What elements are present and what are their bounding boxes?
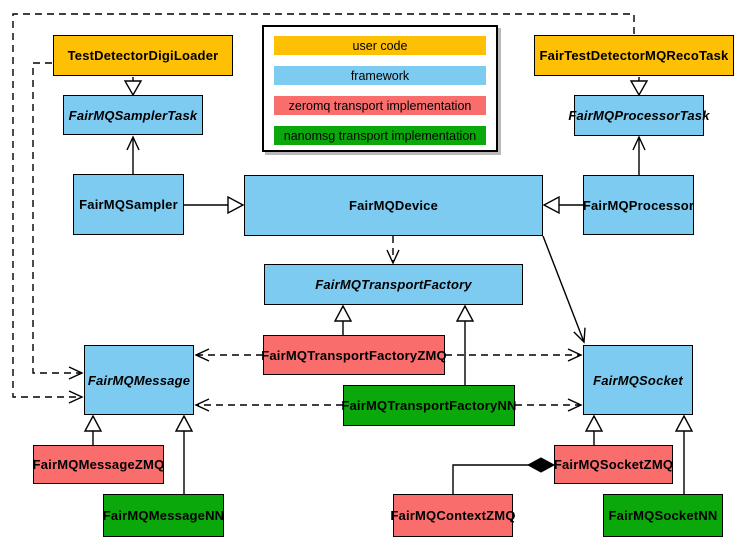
edge-tfnn-socket	[515, 398, 583, 412]
edge-device-transportfactory	[386, 236, 400, 265]
legend-item-nanomsg: nanomsg transport implementation	[274, 126, 486, 145]
class-label: FairTestDetectorMQRecoTask	[539, 48, 729, 63]
edge-digiloader-to-message	[32, 62, 84, 380]
edge-processor-device	[542, 195, 583, 215]
class-label: FairMQTransportFactory	[315, 277, 472, 292]
class-box-fairmqtransportfactorynn: FairMQTransportFactoryNN	[341, 385, 517, 426]
class-label: FairMQSocketNN	[608, 508, 718, 523]
class-box-fairmqtransportfactoryzmq: FairMQTransportFactoryZMQ	[261, 335, 447, 375]
legend-label: framework	[350, 68, 410, 83]
class-box-fairmqmessage: FairMQMessage	[84, 345, 194, 415]
edge-device-socket	[542, 235, 586, 344]
class-label: FairMQContextZMQ	[390, 508, 516, 523]
edge-sampler-device	[184, 195, 245, 215]
edge-messagezmq-message	[83, 414, 103, 445]
edge-sampler-samplertask	[126, 135, 140, 174]
class-label: FairMQProcessorTask	[568, 108, 710, 123]
class-label: FairMQTransportFactoryNN	[341, 398, 517, 413]
class-box-fairmqdevice: FairMQDevice	[244, 175, 543, 236]
class-label: FairMQSampler	[79, 197, 178, 212]
legend: user code framework zeromq transport imp…	[262, 25, 498, 152]
edge-recotask-processortask	[629, 77, 649, 97]
class-label: FairMQDevice	[348, 198, 439, 213]
edge-tfnn-transportfactory	[455, 304, 475, 385]
class-box-fairmqsocketzmq: FairMQSocketZMQ	[554, 445, 673, 484]
edge-socketzmq-socket	[584, 414, 604, 445]
legend-item-framework: framework	[274, 66, 486, 85]
class-box-fairmqtransportfactory: FairMQTransportFactory	[264, 264, 523, 305]
edge-tfzmq-message	[194, 348, 263, 362]
edge-digiloader-samplertask	[123, 77, 143, 97]
class-label: FairMQSamplerTask	[68, 107, 198, 123]
class-box-fairmqprocessortask: FairMQProcessorTask	[568, 95, 709, 136]
class-label: FairMQSocket	[593, 372, 683, 388]
class-label: FairMQSocketZMQ	[553, 457, 674, 472]
legend-label: nanomsg transport implementation	[283, 128, 477, 143]
edge-messagenn-message	[174, 414, 194, 494]
class-box-fairmqsocketnn: FairMQSocketNN	[603, 494, 723, 537]
legend-label: zeromq transport implementation	[288, 98, 472, 113]
edge-recotask-to-message	[12, 13, 635, 404]
edge-socketnn-socket	[674, 414, 694, 494]
edge-processor-processortask	[632, 135, 646, 175]
legend-label: user code	[352, 38, 408, 53]
edge-contextzmq-socketzmq	[452, 457, 556, 494]
class-box-fairmqmessagezmq: FairMQMessageZMQ	[33, 445, 164, 484]
edge-tfzmq-transportfactory	[333, 304, 353, 335]
class-box-fairmqsampler: FairMQSampler	[73, 174, 184, 235]
class-label: FairMQMessage	[87, 372, 191, 388]
class-label: TestDetectorDigiLoader	[67, 48, 219, 63]
edge-tfzmq-socket	[445, 348, 583, 362]
class-label: FairMQMessageZMQ	[32, 457, 165, 472]
class-box-fairtestdetectormqrecotask: FairTestDetectorMQRecoTask	[534, 35, 734, 76]
class-label: FairMQMessageNN	[102, 508, 225, 523]
class-box-fairmqprocessor: FairMQProcessor	[583, 175, 694, 235]
legend-item-zeromq: zeromq transport implementation	[274, 96, 486, 115]
class-label: FairMQProcessor	[582, 197, 695, 213]
class-box-fairmqsamplertask: FairMQSamplerTask	[63, 95, 203, 135]
class-box-fairmqsocket: FairMQSocket	[583, 345, 693, 415]
edge-tfnn-message	[194, 398, 343, 412]
class-box-fairmqcontextzmq: FairMQContextZMQ	[390, 494, 516, 537]
class-box-fairmqmessagenn: FairMQMessageNN	[103, 494, 224, 537]
class-label: FairMQTransportFactoryZMQ	[261, 347, 447, 363]
legend-item-user-code: user code	[274, 36, 486, 55]
class-box-testdetectordigiloader: TestDetectorDigiLoader	[53, 35, 233, 76]
